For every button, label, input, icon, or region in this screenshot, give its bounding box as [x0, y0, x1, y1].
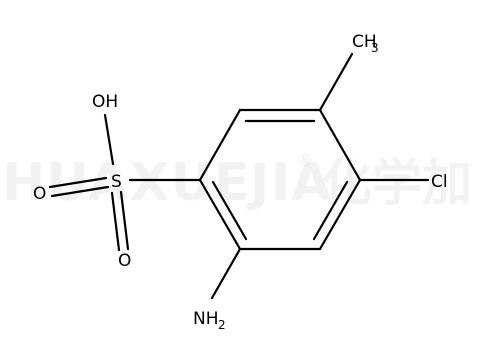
methyl-main-label: CH [352, 32, 377, 52]
watermark-chinese: 化学加 [322, 154, 472, 212]
ring-bond-4 [318, 178, 362, 251]
watermark-registered: ® [296, 150, 314, 171]
watermark-latin: HUAXUEJIA [2, 153, 332, 213]
ring-bond-6 [198, 178, 242, 251]
ring-bond-1 [198, 108, 242, 182]
chlorine-label: Cl [431, 172, 448, 192]
oxygen-bottom-label: O [118, 251, 131, 271]
watermark: HUAXUEJIA ® 化学加 [2, 150, 472, 213]
bond-sulfur-o-bottom-b [119, 190, 130, 251]
methyl-label: CH 3 [352, 32, 379, 55]
amine-main-label: NH [193, 309, 219, 329]
ring-double-inner-2 [312, 180, 349, 241]
amine-label: NH 2 [193, 309, 226, 332]
bond-sulfur-o-left-b [50, 185, 110, 198]
ring-double-inner-3 [211, 180, 248, 241]
benzene-ring [198, 108, 362, 251]
bond-sulfur-to-oh [103, 113, 115, 166]
sulfur-label: S [111, 172, 122, 192]
amine-subscript: 2 [218, 318, 226, 332]
bond-sulfur-o-bottom-a [110, 191, 121, 252]
methyl-subscript: 3 [371, 41, 379, 55]
bond-ring-to-amine [210, 247, 242, 300]
hydroxyl-label: OH [92, 92, 118, 112]
bond-ring-to-methyl [318, 52, 354, 112]
oxygen-left-label: O [33, 184, 46, 204]
bond-sulfur-o-left-a [48, 176, 108, 189]
ring-bond-3 [318, 108, 362, 182]
